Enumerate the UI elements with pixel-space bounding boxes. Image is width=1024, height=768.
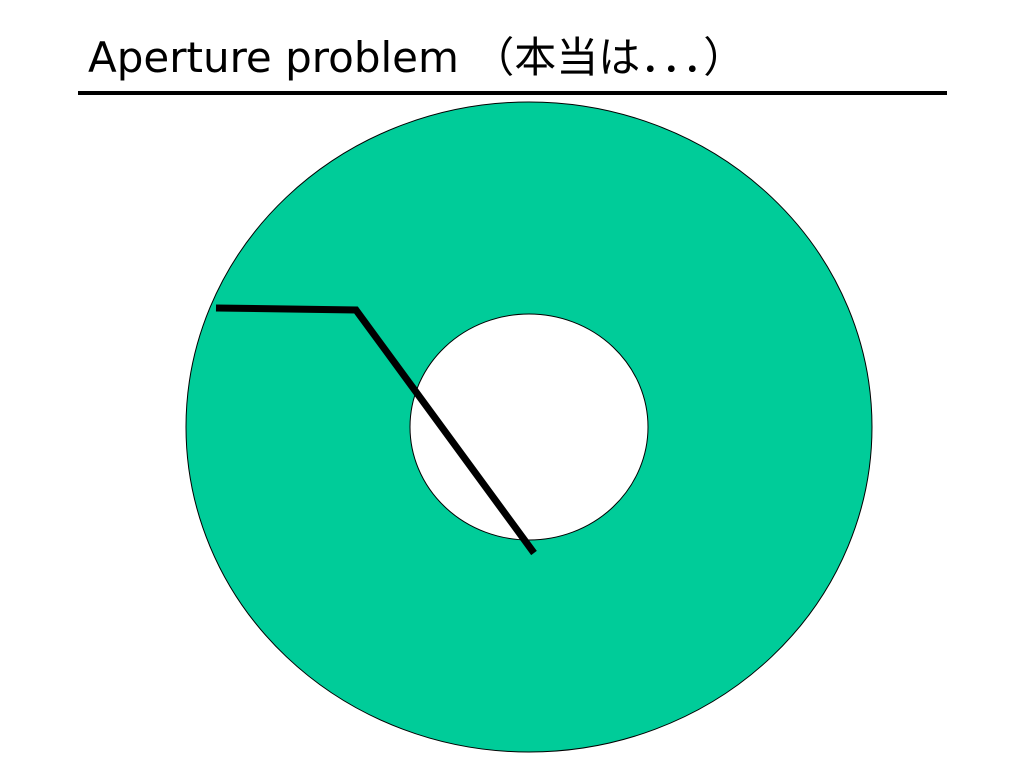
title-underline <box>78 91 947 95</box>
moving-edge-line <box>215 304 537 556</box>
slide-title: Aperture problem （本当は．．．） <box>88 33 746 82</box>
aperture-hole <box>409 313 649 541</box>
